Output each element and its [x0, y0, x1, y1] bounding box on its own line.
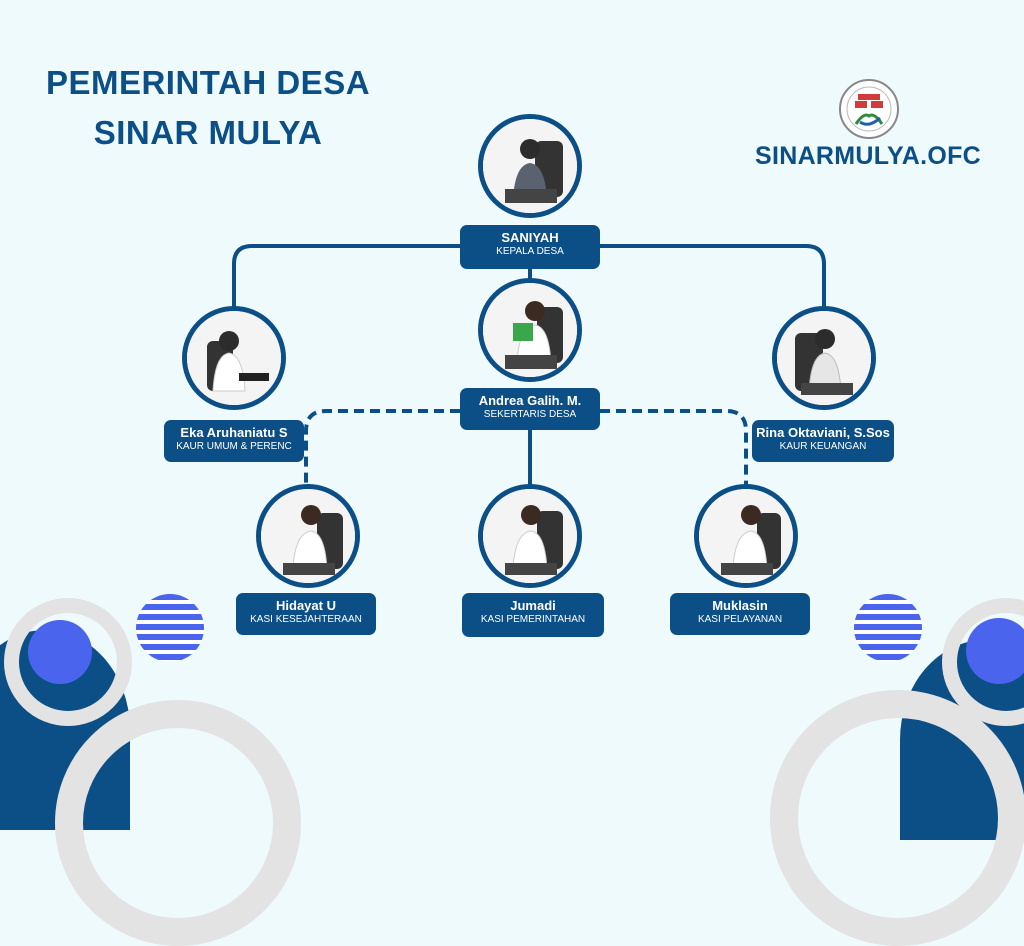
decor-big-ring-left	[55, 700, 301, 946]
avatar-kasi-pelayanan	[694, 484, 798, 588]
brand-handle: SINARMULYA.OFC	[755, 142, 981, 170]
label-kaur-umum: Eka Aruhaniatu S KAUR UMUM & PERENC	[164, 420, 304, 462]
name: Eka Aruhaniatu S	[180, 425, 288, 440]
role: KASI PEMERINTAHAN	[480, 614, 586, 625]
person-seated-icon	[777, 311, 871, 405]
name: Muklasin	[712, 598, 768, 613]
connector-head-to-kaur	[232, 244, 460, 318]
person-seated-icon	[261, 489, 355, 583]
avatar-kaur-umum	[182, 306, 286, 410]
connector-head-to-kaur-keuangan	[600, 244, 826, 318]
decor-striped-circle-left	[136, 594, 204, 662]
page-title: PEMERINTAH DESA SINAR MULYA	[18, 58, 398, 158]
connector-dashed-right	[600, 409, 748, 490]
role: KAUR KEUANGAN	[779, 441, 867, 452]
decor-dot-left	[28, 620, 92, 684]
person-seated-icon	[187, 311, 281, 405]
person-seated-icon	[483, 283, 577, 377]
name: SANIYAH	[501, 230, 559, 245]
label-kaur-keuangan: Rina Oktaviani, S.Sos KAUR KEUANGAN	[752, 420, 894, 462]
person-seated-icon	[483, 119, 577, 213]
decor-big-ring-right	[770, 690, 1024, 946]
person-seated-icon	[699, 489, 793, 583]
role: SEKERTARIS DESA	[483, 409, 577, 420]
org-connectors	[232, 244, 826, 490]
role: KASI KESEJAHTERAAN	[250, 614, 362, 625]
avatar-sekertaris-desa	[478, 278, 582, 382]
name: Andrea Galih. M.	[478, 393, 582, 408]
decor-dot-right	[966, 618, 1024, 684]
label-kasi-pemerintahan: Jumadi KASI PEMERINTAHAN	[462, 593, 604, 637]
label-sekertaris-desa: Andrea Galih. M. SEKERTARIS DESA	[460, 388, 600, 430]
label-kasi-kesejahteraan: Hidayat U KASI KESEJAHTERAAN	[236, 593, 376, 635]
name: Hidayat U	[276, 598, 336, 613]
title-line-2: SINAR MULYA	[93, 114, 323, 151]
role: KASI PELAYANAN	[697, 614, 783, 625]
name: Jumadi	[510, 598, 556, 613]
label-kasi-pelayanan: Muklasin KASI PELAYANAN	[670, 593, 810, 635]
role: KEPALA DESA	[496, 246, 564, 257]
role: KAUR UMUM & PERENC	[176, 441, 292, 452]
name: Rina Oktaviani, S.Sos	[756, 425, 890, 440]
decor-striped-circle-right	[854, 594, 922, 662]
village-government-emblem-icon	[839, 79, 899, 139]
avatar-kasi-kesejahteraan	[256, 484, 360, 588]
connector-dashed-left	[304, 409, 460, 490]
person-seated-icon	[483, 489, 577, 583]
title-line-1: PEMERINTAH DESA	[45, 64, 371, 101]
label-kepala-desa: SANIYAH KEPALA DESA	[460, 225, 600, 269]
avatar-kaur-keuangan	[772, 306, 876, 410]
avatar-kasi-pemerintahan	[478, 484, 582, 588]
avatar-kepala-desa	[478, 114, 582, 218]
